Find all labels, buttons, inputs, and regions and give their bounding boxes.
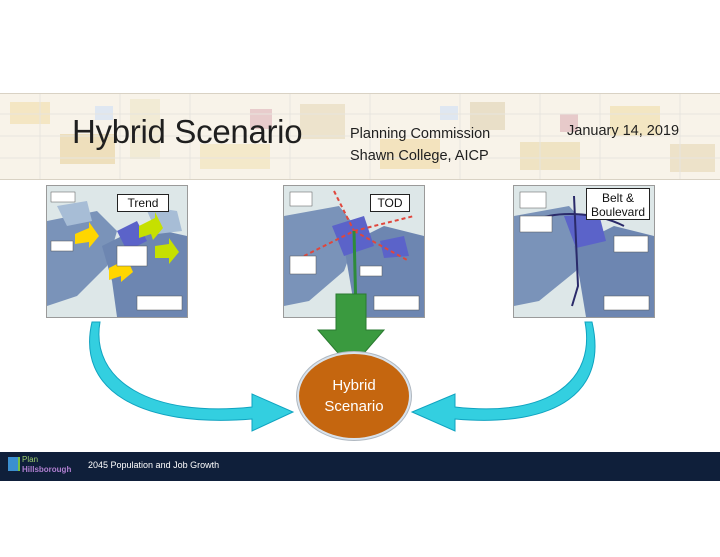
belt-boulevard-label-line-1: Belt & bbox=[601, 191, 634, 205]
hybrid-line-1: Hybrid bbox=[332, 377, 376, 394]
presenter-line-1: Planning Commission bbox=[350, 126, 491, 142]
logo-line-2: Hillsborough bbox=[22, 465, 72, 474]
belt-boulevard-map-graphic bbox=[514, 186, 654, 317]
belt-boulevard-label: Belt & Boulevard bbox=[586, 188, 650, 220]
trend-label: Trend bbox=[117, 194, 169, 212]
header-banner bbox=[0, 93, 720, 180]
belt-boulevard-label-line-2: Boulevard bbox=[590, 205, 646, 219]
presenter-line-2: Shawn College, AICP bbox=[350, 148, 489, 164]
hybrid-line-2: Scenario bbox=[324, 398, 384, 415]
down-arrow bbox=[316, 293, 386, 369]
hybrid-scenario-circle: Hybrid Scenario bbox=[297, 352, 411, 440]
trend-map-graphic bbox=[47, 186, 187, 317]
trend-scenario-map: Trend bbox=[46, 185, 188, 318]
footer-bar: Plan Hillsborough 2045 Population and Jo… bbox=[0, 452, 720, 481]
slide-date: January 14, 2019 bbox=[567, 123, 680, 139]
left-curved-arrow bbox=[89, 321, 295, 432]
logo-mark-icon bbox=[8, 457, 20, 471]
banner-overlay bbox=[0, 94, 720, 179]
right-curved-arrow bbox=[410, 321, 596, 432]
tod-label: TOD bbox=[370, 194, 410, 212]
belt-boulevard-scenario-map: Belt & Boulevard bbox=[513, 185, 655, 318]
slide-title: Hybrid Scenario bbox=[72, 113, 303, 150]
presenter-info: Planning Commission Shawn College, AICP bbox=[350, 123, 490, 167]
logo-line-1: Plan bbox=[22, 455, 39, 464]
footer-caption: 2045 Population and Job Growth bbox=[88, 460, 220, 470]
plan-hillsborough-logo: Plan Hillsborough bbox=[8, 455, 78, 479]
